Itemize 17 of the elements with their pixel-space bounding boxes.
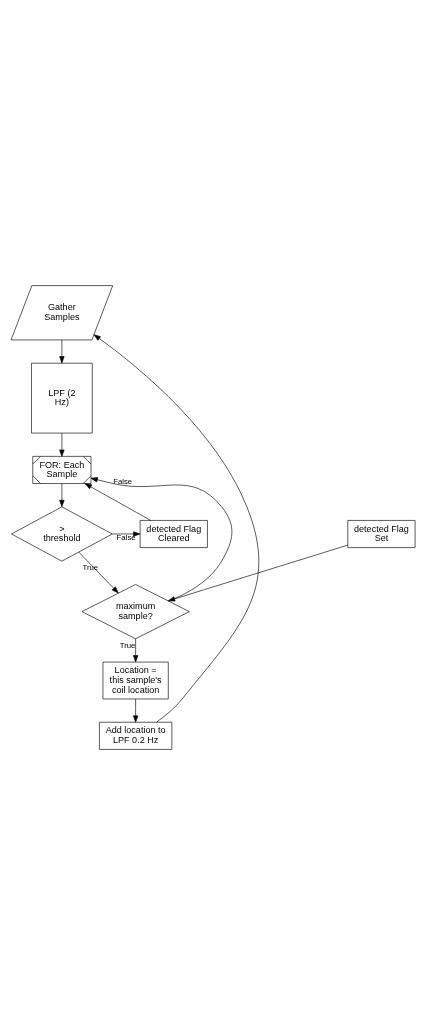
arrow [90,476,233,601]
arrow [84,482,151,521]
arrow [167,544,349,601]
node-box: detected Flag Cleared [139,519,208,548]
arrow [93,333,260,723]
node-box: Add location to LPF 0.2 Hz [99,721,173,750]
node-box: LPF (2 Hz) [31,362,93,433]
arrow [59,339,65,363]
arrow [133,637,139,662]
arrow [78,551,119,593]
arrow [59,482,65,507]
arrow [59,432,65,457]
node-diamond: > threshold [11,506,113,561]
arrow [112,530,141,537]
node-box: Location = this sample's coil location [102,661,169,699]
arrow [133,698,139,723]
node-box: detected Flag Set [347,519,416,548]
